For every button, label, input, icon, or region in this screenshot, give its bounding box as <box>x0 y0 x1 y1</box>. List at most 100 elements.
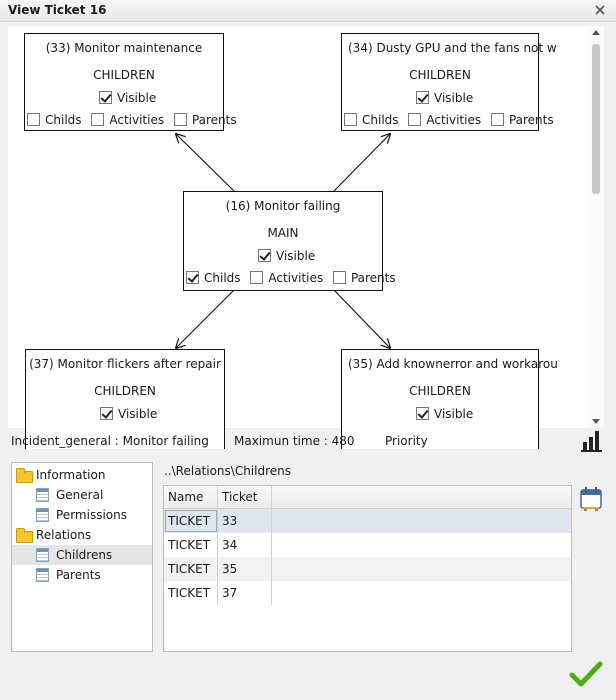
scroll-thumb[interactable] <box>592 44 600 194</box>
tree-item-label: General <box>56 488 104 502</box>
cell-focus <box>165 510 217 532</box>
cell-name: TICKET <box>168 514 211 528</box>
visible-label: Visible <box>434 91 474 105</box>
column-header-ticket[interactable]: Ticket <box>222 490 258 504</box>
column-divider <box>271 486 272 605</box>
visible-label: Visible <box>117 91 157 105</box>
activities-checkbox[interactable] <box>408 113 422 126</box>
node-ticket-35[interactable]: (35) Add knownerror and workarou CHILDRE… <box>341 349 558 449</box>
tree-item-label: Childrens <box>56 548 113 562</box>
visible-checkbox[interactable] <box>416 91 429 104</box>
childs-label: Childs <box>362 113 399 127</box>
window-title: View Ticket 16 <box>8 3 107 17</box>
table-header: Name Ticket <box>164 486 571 509</box>
navigation-tree[interactable]: Information General Permissions Relation… <box>11 462 153 652</box>
node-ticket-34[interactable]: (34) Dusty GPU and the fans not w CHILDR… <box>341 33 557 131</box>
node-ticket-37[interactable]: (37) Monitor flickers after repair CHILD… <box>25 349 225 449</box>
node-ticket-16-main[interactable]: (16) Monitor failing MAIN Visible Childs… <box>183 191 396 291</box>
node-title: (35) Add knownerror and workarou <box>348 357 558 371</box>
node-role: CHILDREN <box>94 384 156 398</box>
activities-label: Activities <box>426 113 482 127</box>
column-divider <box>217 486 218 605</box>
tree-item-label: Parents <box>56 568 101 582</box>
cell-name: TICKET <box>168 562 211 576</box>
sheet-icon <box>36 488 49 502</box>
scroll-down-icon[interactable] <box>592 419 600 424</box>
tree-item-label: Permissions <box>56 508 127 522</box>
parents-label: Parents <box>191 113 237 127</box>
column-header-name[interactable]: Name <box>168 490 204 504</box>
breadcrumb: ..\Relations\Childrens <box>164 464 292 478</box>
visible-checkbox[interactable] <box>258 249 271 262</box>
max-time-label: Maximun time : 480 <box>234 434 355 448</box>
parents-label: Parents <box>350 271 396 285</box>
node-title: (16) Monitor failing <box>225 199 341 213</box>
cell-ticket: 37 <box>222 586 238 600</box>
title-bar: View Ticket 16 <box>0 0 616 22</box>
arrow-to-33 <box>176 134 235 192</box>
arrow-to-34 <box>333 134 390 192</box>
tree-item-label: Relations <box>36 528 92 542</box>
arrow-to-37 <box>176 289 235 348</box>
arrow-to-35 <box>333 289 390 348</box>
folder-icon <box>16 528 33 543</box>
parents-checkbox[interactable] <box>173 113 187 126</box>
cell-ticket: 34 <box>222 538 238 552</box>
table-row[interactable]: TICKET 33 <box>164 509 571 533</box>
activities-label: Activities <box>268 271 324 285</box>
childs-label: Childs <box>45 113 82 127</box>
tree-item-label: Information <box>36 468 106 482</box>
childs-checkbox[interactable] <box>27 113 40 126</box>
relations-diagram[interactable]: (33) Monitor maintenance CHILDREN Visibl… <box>8 26 604 449</box>
node-title: (33) Monitor maintenance <box>45 41 203 55</box>
folder-icon <box>16 468 33 483</box>
table-row[interactable]: TICKET 37 <box>164 581 571 605</box>
incident-label: Incident_general : Monitor failing <box>11 434 209 448</box>
tree-item-information[interactable]: Information <box>12 465 152 485</box>
node-role: MAIN <box>267 226 299 240</box>
table-row[interactable]: TICKET 34 <box>164 533 571 557</box>
cell-ticket: 35 <box>222 562 238 576</box>
childrens-table[interactable]: Name Ticket TICKET 33 TICKET 34 TICKET 3… <box>163 485 572 652</box>
childs-checkbox[interactable] <box>344 113 357 126</box>
parents-checkbox[interactable] <box>490 113 504 126</box>
visible-label: Visible <box>118 407 158 421</box>
node-title: (34) Dusty GPU and the fans not w <box>348 41 557 55</box>
tree-item-parents[interactable]: Parents <box>12 565 152 585</box>
cell-name: TICKET <box>168 538 211 552</box>
cell-name: TICKET <box>168 586 211 600</box>
parents-label: Parents <box>508 113 554 127</box>
node-title: (37) Monitor flickers after repair <box>29 357 221 371</box>
calendar-icon[interactable] <box>579 486 603 512</box>
activities-checkbox[interactable] <box>250 271 264 284</box>
sheet-icon <box>36 508 49 522</box>
parents-checkbox[interactable] <box>332 271 346 284</box>
tree-item-permissions[interactable]: Permissions <box>12 505 152 525</box>
sheet-icon <box>36 548 49 562</box>
activities-checkbox[interactable] <box>91 113 105 126</box>
visible-checkbox[interactable] <box>416 407 429 420</box>
scroll-up-icon[interactable] <box>592 30 600 35</box>
childs-label: Childs <box>204 271 241 285</box>
close-icon[interactable] <box>592 2 608 18</box>
ok-check-icon[interactable] <box>569 660 603 688</box>
tree-item-childrens[interactable]: Childrens <box>12 545 152 565</box>
node-role: CHILDREN <box>409 68 471 82</box>
visible-checkbox[interactable] <box>100 407 113 420</box>
bar-chart-icon[interactable] <box>578 428 604 454</box>
childs-checkbox[interactable] <box>186 271 199 284</box>
tree-item-general[interactable]: General <box>12 485 152 505</box>
node-role: CHILDREN <box>409 384 471 398</box>
visible-label: Visible <box>276 249 316 263</box>
visible-label: Visible <box>434 407 474 421</box>
activities-label: Activities <box>109 113 165 127</box>
visible-checkbox[interactable] <box>99 91 112 104</box>
relation-arrows <box>8 26 604 428</box>
tree-item-relations[interactable]: Relations <box>12 525 152 545</box>
diagram-scrollbar[interactable] <box>588 26 604 428</box>
node-ticket-33[interactable]: (33) Monitor maintenance CHILDREN Visibl… <box>24 33 237 131</box>
priority-label: Priority <box>385 434 428 448</box>
node-role: CHILDREN <box>93 68 155 82</box>
cell-ticket: 33 <box>222 514 238 528</box>
table-row[interactable]: TICKET 35 <box>164 557 571 581</box>
